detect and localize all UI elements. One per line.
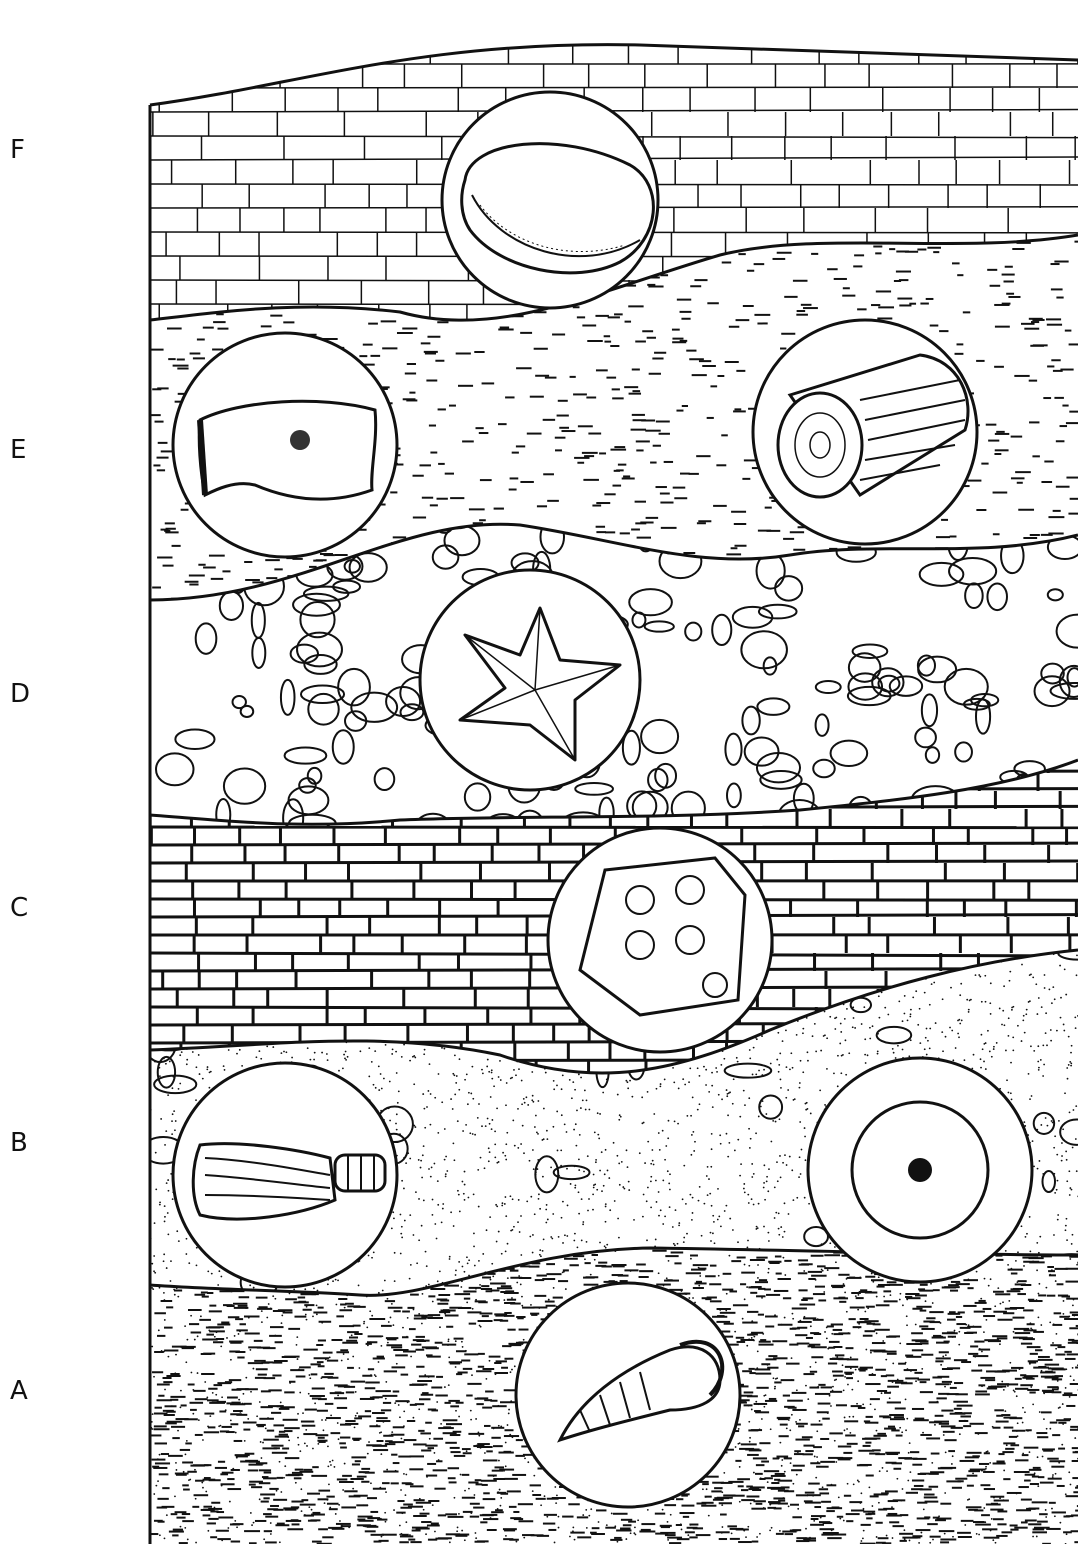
fossil-sponge-icon [173,333,397,557]
fossil-wood-icon [753,320,977,544]
fossil-ammonite-icon [808,1058,1032,1282]
fossil-coral-icon [548,828,772,1052]
fossil-crinoid-icon [173,1063,397,1287]
fossil-starfish-icon [420,570,640,790]
fossil-trilobite-icon [516,1283,740,1507]
fossil-clam-icon [442,92,658,308]
